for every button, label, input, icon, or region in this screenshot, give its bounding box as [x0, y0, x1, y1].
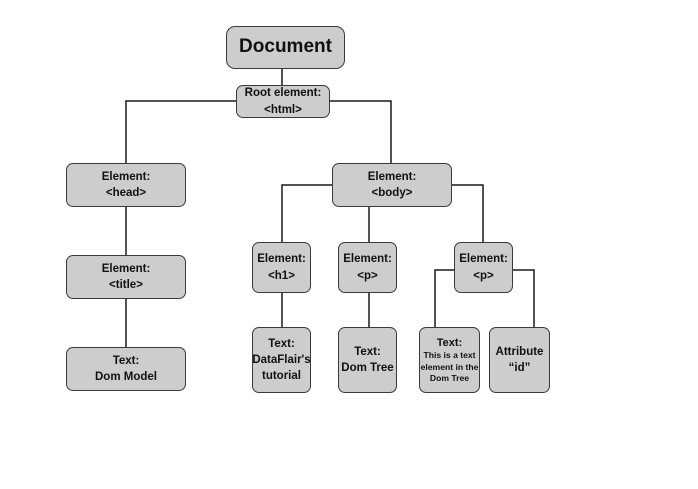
node-text: This is a text: [423, 350, 476, 361]
connector-body-p2: [452, 184, 484, 242]
text-dom-tree-node: Text: Dom Tree: [338, 327, 397, 393]
node-label: Text:: [112, 354, 140, 367]
node-label: Element:: [257, 253, 306, 266]
attribute-id-node: Attribute “id”: [489, 327, 550, 393]
text-dataflair-tutorial-node: Text: DataFlair's tutorial: [252, 327, 311, 393]
element-body-node: Element: <body>: [332, 163, 452, 207]
node-text: Dom Model: [95, 371, 157, 383]
connector-html-body: [330, 100, 392, 163]
node-label: Element:: [459, 253, 508, 266]
document-node: Document: [226, 26, 345, 69]
node-label: Root element:: [244, 87, 322, 100]
node-label: Text:: [268, 337, 295, 350]
root-element-html-node: Root element: <html>: [236, 85, 330, 118]
node-tag: <body>: [371, 187, 413, 199]
node-text: “id”: [508, 362, 531, 374]
node-text: DataFlair's: [252, 353, 311, 366]
connector-p2-text: [434, 269, 454, 327]
element-p-node: Element: <p>: [338, 242, 397, 293]
node-label: Document: [239, 36, 332, 58]
node-text: tutorial: [262, 370, 301, 383]
element-h1-node: Element: <h1>: [252, 242, 311, 293]
node-label: Text:: [354, 345, 381, 358]
node-label: Element:: [101, 170, 151, 183]
node-tag: <title>: [109, 279, 143, 291]
connector-html-head: [125, 100, 236, 163]
connector-body-h1: [281, 184, 332, 242]
text-dom-model-node: Text: Dom Model: [66, 347, 186, 391]
element-head-node: Element: <head>: [66, 163, 186, 207]
node-text: Dom Tree: [341, 362, 394, 374]
connector-p2-attribute: [513, 269, 535, 327]
node-tag: <p>: [473, 269, 494, 282]
node-label: Element:: [367, 170, 417, 183]
node-tag: <head>: [105, 187, 147, 199]
node-label: Attribute: [495, 345, 544, 358]
node-tag: <h1>: [268, 269, 295, 282]
node-tag: <html>: [264, 103, 302, 116]
element-p-node-with-attribute: Element: <p>: [454, 242, 513, 293]
node-text: Dom Tree: [429, 372, 470, 383]
element-title-node: Element: <title>: [66, 255, 186, 299]
text-element-node: Text: This is a text element in the Dom …: [419, 327, 480, 393]
node-label: Text:: [436, 336, 463, 349]
node-tag: <p>: [357, 269, 378, 282]
node-label: Element:: [101, 262, 151, 275]
node-text: element in the: [420, 361, 479, 372]
node-label: Element:: [343, 253, 392, 266]
